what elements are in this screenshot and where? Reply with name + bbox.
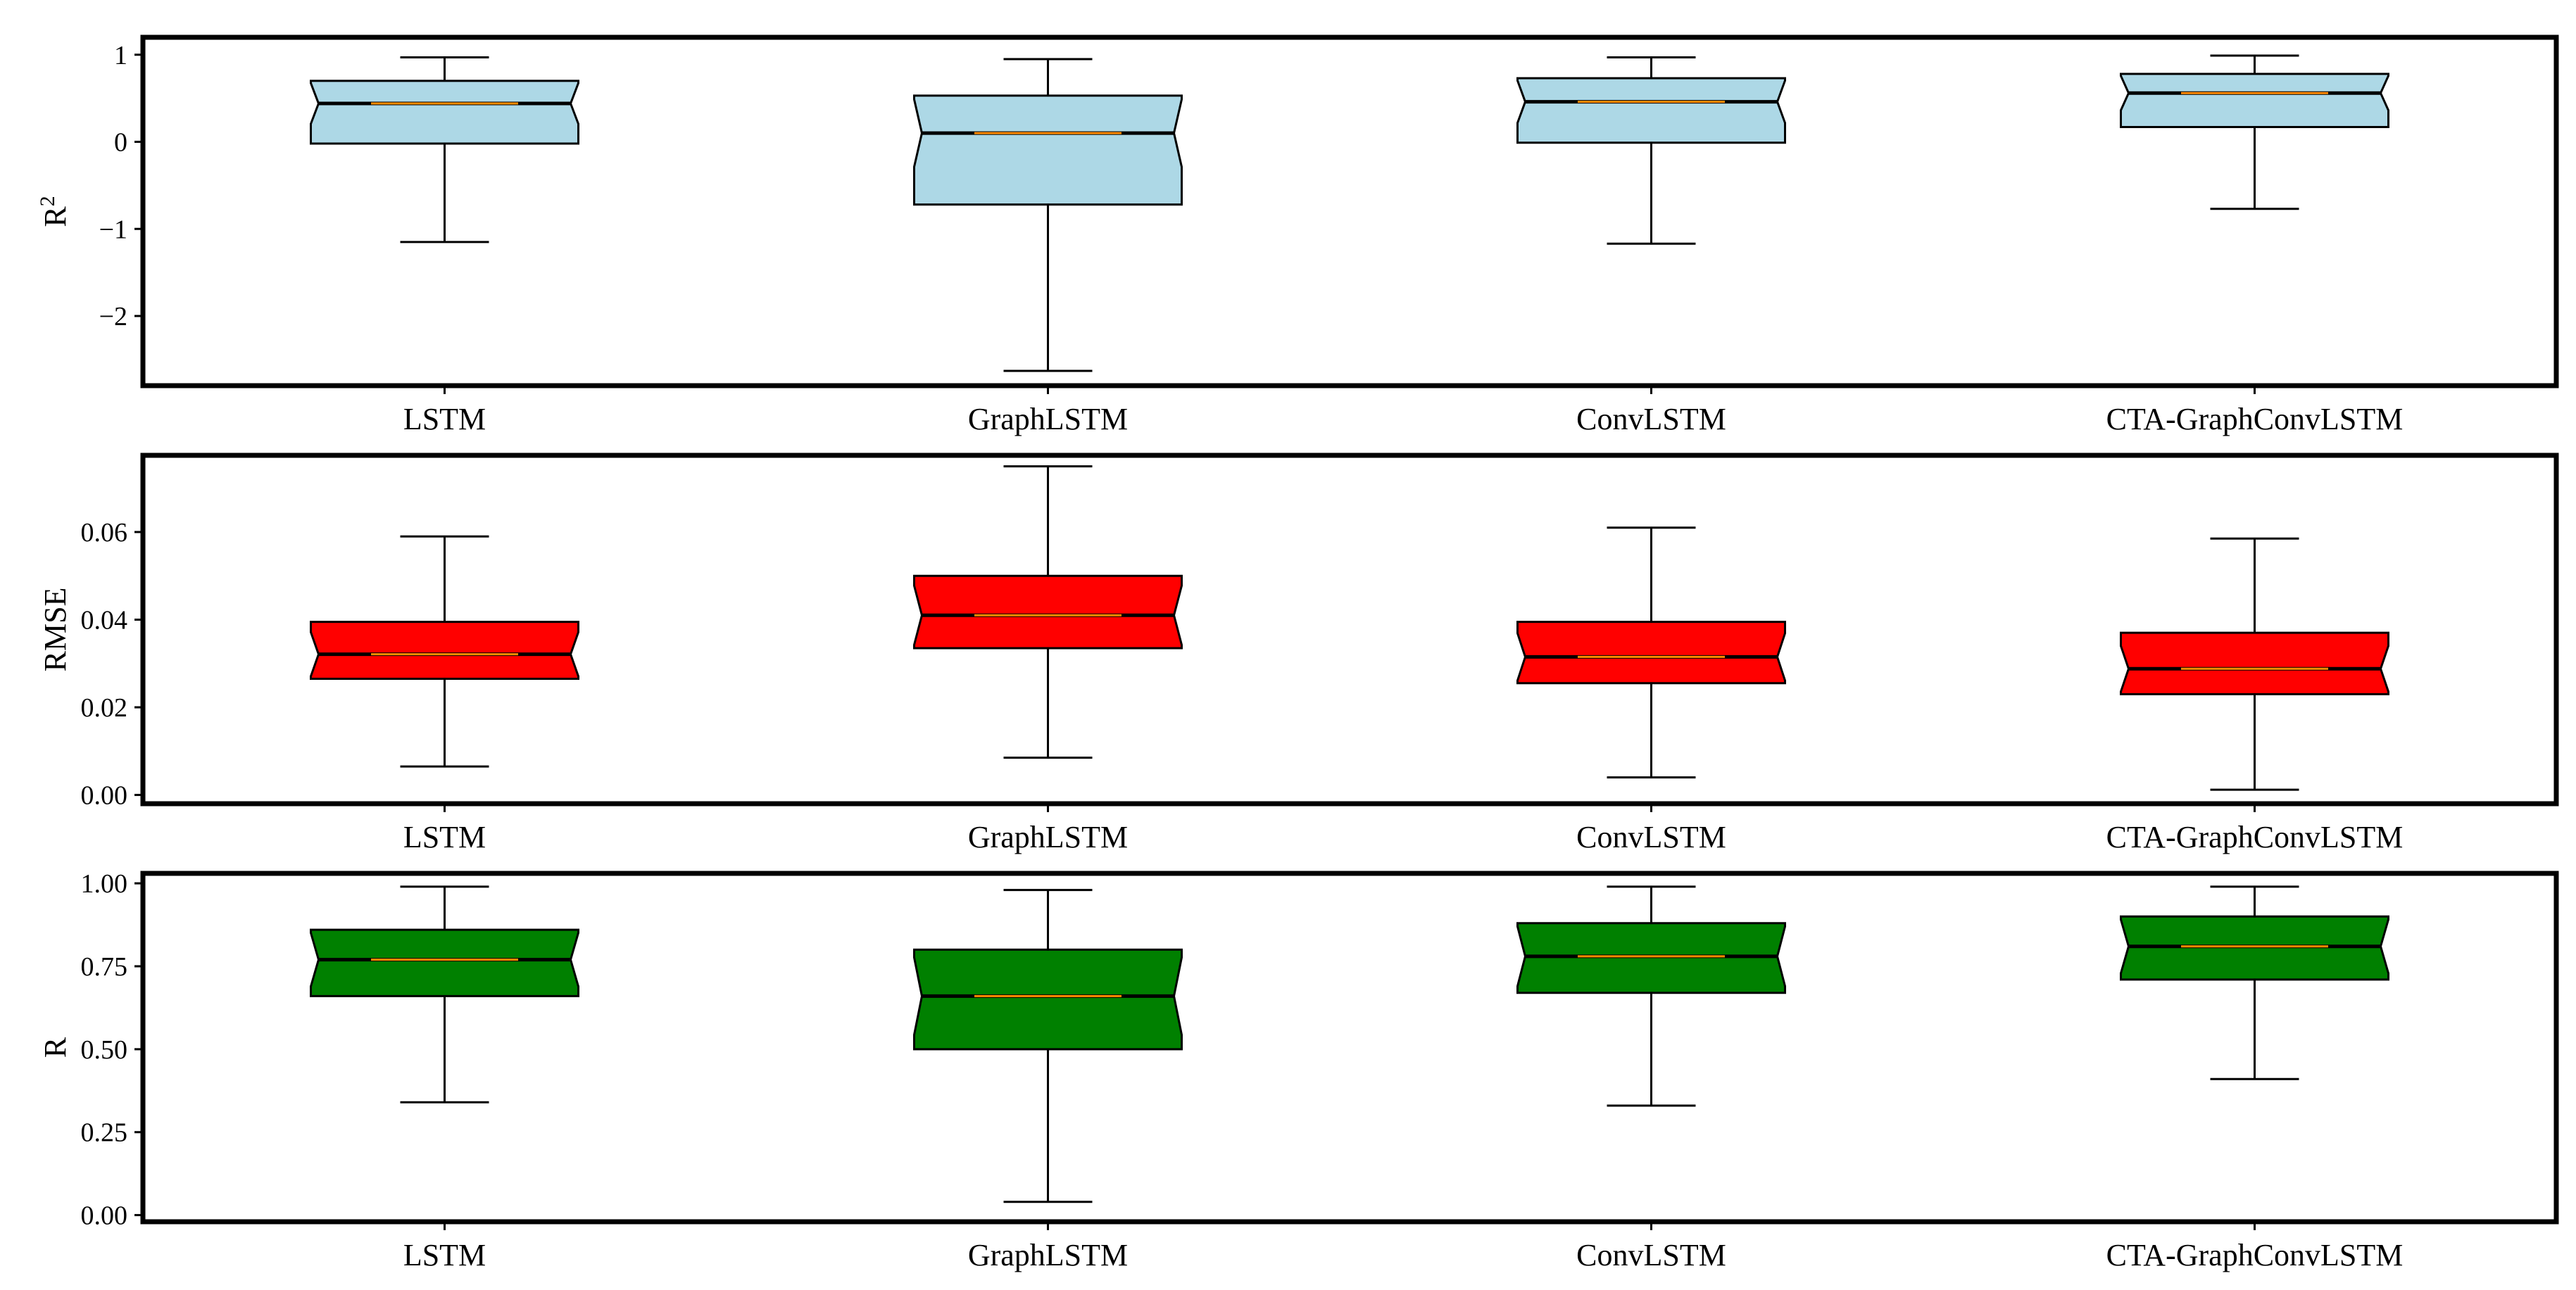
box-body bbox=[1516, 77, 1786, 144]
y-axis-label: R2 bbox=[36, 196, 73, 227]
category-label: LSTM bbox=[403, 402, 486, 436]
box-body bbox=[310, 80, 579, 145]
y-axis-label: RMSE bbox=[38, 588, 73, 672]
y-axis-label-superscript: 2 bbox=[36, 196, 59, 206]
axes-frame bbox=[140, 453, 2559, 807]
box-lstm bbox=[310, 885, 579, 1104]
y-tick-label: 1 bbox=[114, 41, 127, 70]
box-lstm bbox=[310, 56, 579, 244]
category-label: CTA-GraphConvLSTM bbox=[2106, 402, 2404, 436]
y-tick-label: 0.00 bbox=[81, 781, 128, 811]
box-cta-graphconvlstm bbox=[2120, 537, 2389, 791]
box-convlstm bbox=[1516, 56, 1786, 245]
category-label: GraphLSTM bbox=[968, 402, 1128, 436]
box-lstm bbox=[310, 535, 579, 768]
box-body bbox=[1516, 621, 1786, 685]
y-tick-label: 0.04 bbox=[81, 605, 128, 635]
category-label: ConvLSTM bbox=[1576, 402, 1726, 436]
category-label: LSTM bbox=[403, 820, 486, 854]
axes-frame bbox=[140, 34, 2559, 388]
box-graphlstm bbox=[913, 465, 1183, 759]
y-tick-label: 0.50 bbox=[81, 1035, 128, 1065]
category-label: GraphLSTM bbox=[968, 820, 1128, 854]
box-convlstm bbox=[1516, 885, 1786, 1107]
box-graphlstm bbox=[913, 889, 1183, 1203]
panel-2: LSTM GraphLSTM ConvLSTM CTA-GraphConvLSTM 0.… bbox=[38, 453, 2559, 854]
box-convlstm bbox=[1516, 526, 1786, 779]
box-body bbox=[2120, 72, 2389, 128]
category-label: CTA-GraphConvLSTM bbox=[2106, 1238, 2404, 1272]
category-label: CTA-GraphConvLSTM bbox=[2106, 820, 2404, 854]
y-tick-label: −1 bbox=[99, 215, 127, 244]
box-body bbox=[913, 94, 1183, 206]
y-tick-label: 0.00 bbox=[81, 1201, 128, 1231]
category-label: ConvLSTM bbox=[1576, 1238, 1726, 1272]
box-cta-graphconvlstm bbox=[2120, 885, 2389, 1080]
y-tick-label: 0 bbox=[114, 128, 127, 158]
y-tick-label: 0.02 bbox=[81, 693, 128, 723]
y-tick-label: −2 bbox=[99, 302, 127, 331]
box-body bbox=[2120, 631, 2389, 695]
axes-frame bbox=[140, 871, 2559, 1225]
box-graphlstm bbox=[913, 58, 1183, 372]
category-label: GraphLSTM bbox=[968, 1238, 1128, 1272]
y-tick-label: 0.25 bbox=[81, 1118, 128, 1148]
panel-1: LSTM GraphLSTM ConvLSTM CTA-GraphConvLSTM 1 0… bbox=[36, 34, 2559, 436]
category-label: LSTM bbox=[403, 1238, 486, 1272]
box-body bbox=[913, 574, 1183, 650]
y-tick-label: 0.75 bbox=[81, 952, 128, 982]
box-cta-graphconvlstm bbox=[2120, 54, 2389, 210]
y-axis-label: R bbox=[38, 1037, 73, 1058]
box-body bbox=[913, 948, 1183, 1051]
y-tick-label: 0.06 bbox=[81, 518, 128, 548]
category-label: ConvLSTM bbox=[1576, 820, 1726, 854]
box-body bbox=[310, 621, 579, 681]
box-body bbox=[310, 928, 579, 997]
y-tick-label: 1.00 bbox=[81, 869, 128, 899]
panel-3: LSTM GraphLSTM ConvLSTM CTA-GraphConvLSTM 0.… bbox=[38, 869, 2559, 1272]
